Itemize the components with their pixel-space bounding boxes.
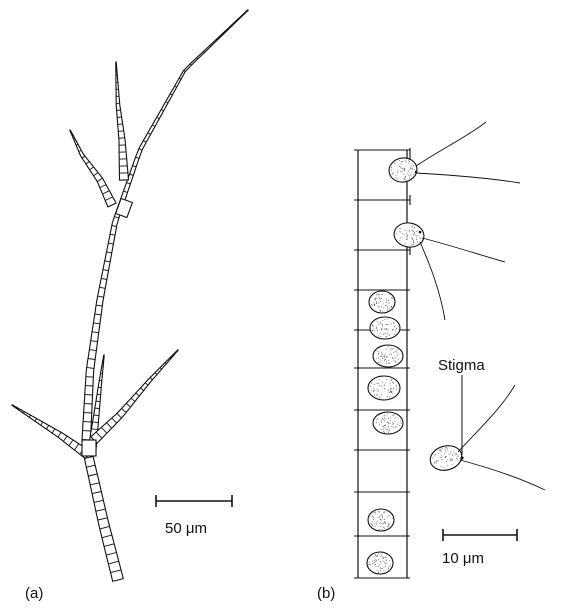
flagellum-stigma-1	[458, 385, 515, 452]
panel-b-label: (b)	[317, 585, 335, 602]
inner-spore-7	[367, 552, 393, 574]
inner-spore-1	[369, 291, 395, 313]
eyespot-dot-1	[419, 231, 422, 234]
stigma-eyespot	[460, 456, 463, 459]
panel-b-scale-bar-label: 10 μm	[442, 550, 484, 567]
inner-spore-3	[373, 345, 403, 367]
inner-spore-4	[368, 376, 400, 400]
branch-lower-left	[12, 405, 91, 459]
flagellum-stigma-2	[460, 460, 545, 490]
inner-spore-5	[373, 412, 403, 434]
branch-upper-middle	[116, 62, 129, 180]
panel-a-scale-bar-label: 50 μm	[165, 520, 207, 537]
zoospore-stigma	[427, 442, 464, 473]
flagellum-top-2	[416, 173, 520, 183]
flagellum-middle-1	[422, 238, 505, 262]
eyespot-dot-0	[415, 171, 418, 174]
branch-upper-left	[70, 130, 116, 207]
flagellum-middle-2	[420, 242, 445, 320]
inner-spore-6	[368, 509, 394, 531]
node-cell-lower	[82, 440, 96, 456]
inner-spore-2	[370, 317, 400, 339]
main-filament	[82, 10, 248, 582]
zoospore-middle	[392, 221, 426, 250]
node-cell-upper	[116, 198, 133, 217]
zoospore-top	[387, 156, 419, 184]
stigma-callout-label: Stigma	[438, 357, 485, 374]
panel-a-label: (a)	[25, 585, 43, 602]
flagellum-top-1	[416, 122, 486, 166]
panel-b-filament-with-zoospores	[354, 122, 545, 578]
panel-a-branching-filament	[12, 10, 248, 582]
